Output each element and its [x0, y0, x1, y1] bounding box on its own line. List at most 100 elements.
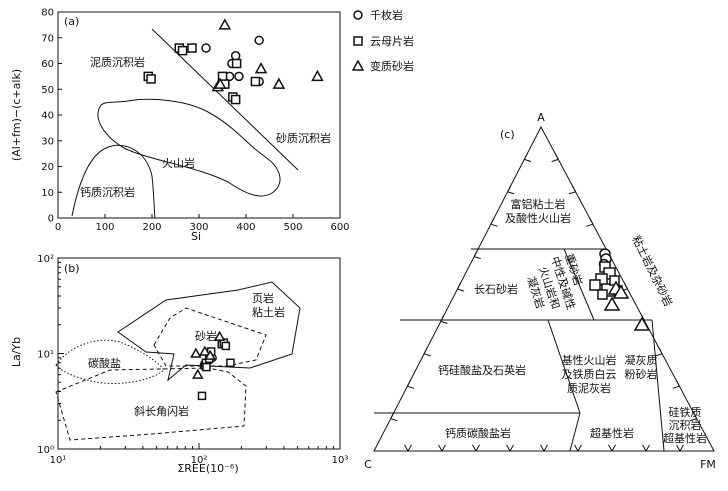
field-label-sedimentary: 沉积岩: [669, 418, 702, 432]
field-label-sandstone: 砂岩: [195, 329, 217, 343]
field-label-marl: 质泥灰岩: [567, 381, 611, 395]
ternary-tick: [441, 444, 446, 452]
ternary-tick: [475, 444, 480, 452]
field-label-clay: 粘土岩: [252, 305, 285, 319]
shale-clay-field-outline: [117, 281, 301, 382]
panel-b-points: [190, 330, 235, 401]
ternary-tick: [523, 152, 528, 160]
y-tick-label: 50: [41, 85, 54, 96]
y-tick-label: 10⁰: [37, 445, 54, 456]
panel-b-label: (b): [64, 262, 80, 275]
field-label-shale: 页岩: [252, 291, 274, 305]
panel-a-divide-line: [151, 28, 299, 171]
data-point-triangle: [272, 77, 286, 89]
ternary-tick: [655, 353, 663, 357]
ternary-tick: [423, 353, 431, 357]
y-tick-label: 20: [41, 162, 54, 173]
field-label-calc-silicate: 钙硅酸盐及石英岩: [438, 363, 526, 377]
panel-a-y-label: (Al+fm)−(c+alk): [10, 69, 23, 161]
field-label-ultrabasic: 超基性岩: [590, 426, 634, 440]
ternary-tick: [473, 250, 478, 257]
ternary-point: [633, 316, 651, 331]
ternary-tick: [672, 385, 680, 389]
field-label-ferro-dolomitic: 及铁质白云: [562, 367, 617, 381]
ternary-point: [597, 289, 608, 300]
x-tick-label: 300: [189, 222, 208, 233]
ternary-point: [612, 284, 630, 299]
y-tick-label: 80: [41, 8, 54, 19]
ternary-tick: [438, 444, 443, 452]
ternary-tick: [693, 412, 698, 419]
data-point-square: [226, 358, 235, 368]
ternary-tick: [472, 444, 477, 452]
data-point-circle: [254, 35, 264, 46]
ternary-tick: [507, 185, 512, 193]
data-point-circle: [234, 71, 244, 82]
ternary-tick: [608, 444, 613, 452]
field-label-siltstone: 粉砂岩: [625, 367, 658, 381]
x-tick-label: 600: [330, 222, 349, 233]
field-label-calcareous-carbonate: 钙质碳酸盐岩: [445, 426, 511, 440]
data-point-triangle: [204, 349, 216, 360]
ternary-tick: [572, 185, 577, 193]
ternary-tick: [407, 385, 415, 389]
data-point-square: [231, 58, 242, 69]
field-label-acidic-volcanic: 及酸性火山岩: [505, 211, 571, 225]
ternary-tick: [645, 444, 650, 452]
ternary-tick: [689, 418, 697, 422]
y-tick-label: 10¹: [37, 350, 54, 361]
ternary-tick: [543, 444, 548, 452]
legend-mica-schist-label: 云母片岩: [370, 34, 414, 48]
ternary-tick: [623, 282, 628, 290]
ternary-tick: [407, 444, 412, 452]
apex-c-label: C: [364, 458, 372, 471]
field-label-clay-graywacke: 粘土岩及杂砂岩: [629, 233, 675, 308]
x-tick-label: 10³: [332, 455, 349, 466]
legend-triangle-marker: [351, 59, 365, 71]
y-tick-label: 0: [48, 214, 54, 225]
ternary-tick: [574, 444, 579, 452]
legend-circle-marker: [353, 10, 363, 20]
ternary-tick: [524, 158, 532, 162]
field-label-argillaceous: 泥质沉积岩: [90, 55, 145, 69]
legend-phyllite-label: 千枚岩: [370, 8, 403, 22]
x-tick-label: 100: [95, 222, 114, 233]
field-label-ultrabasic-2: 超基性岩: [663, 431, 707, 445]
data-point-square: [146, 74, 156, 84]
data-point-square: [187, 43, 197, 53]
x-tick-label: 500: [283, 222, 302, 233]
y-tick-label: 70: [41, 33, 54, 44]
ternary-tick: [423, 347, 428, 355]
ternary-tick: [457, 282, 462, 290]
ternary-tick: [611, 444, 616, 452]
field-label-volcanic: 火山岩: [162, 156, 195, 170]
field-label-carbonate: 碳酸盐: [88, 356, 121, 370]
ternary-tick: [642, 444, 647, 452]
data-point-triangle: [213, 330, 226, 341]
ternary-tick: [406, 379, 411, 387]
data-point-triangle: [190, 347, 202, 358]
x-tick-label: 400: [236, 222, 255, 233]
data-point-triangle: [213, 77, 227, 89]
ternary-tick: [554, 152, 559, 160]
ternary-tick: [507, 191, 515, 195]
ternary-tick: [551, 158, 559, 162]
data-point-square: [250, 76, 261, 87]
apex-a-label: A: [537, 111, 545, 124]
ternary-tick: [490, 217, 495, 225]
ternary-tick: [679, 444, 684, 452]
ternary-tick: [540, 444, 545, 452]
amphibolite-field-outline: [55, 367, 247, 441]
y-tick-label: 10: [41, 188, 54, 199]
data-point-triangle: [311, 69, 324, 82]
ternary-point: [603, 296, 621, 311]
ternary-tick: [568, 191, 576, 195]
ternary-tick: [589, 217, 594, 225]
legend: 千枚岩 云母片岩 变质砂岩: [351, 8, 414, 73]
volcanic-field-outline: [97, 98, 281, 197]
data-point-triangle: [218, 18, 232, 30]
field-label-basic-volcanic: 基性火山岩: [562, 353, 617, 367]
